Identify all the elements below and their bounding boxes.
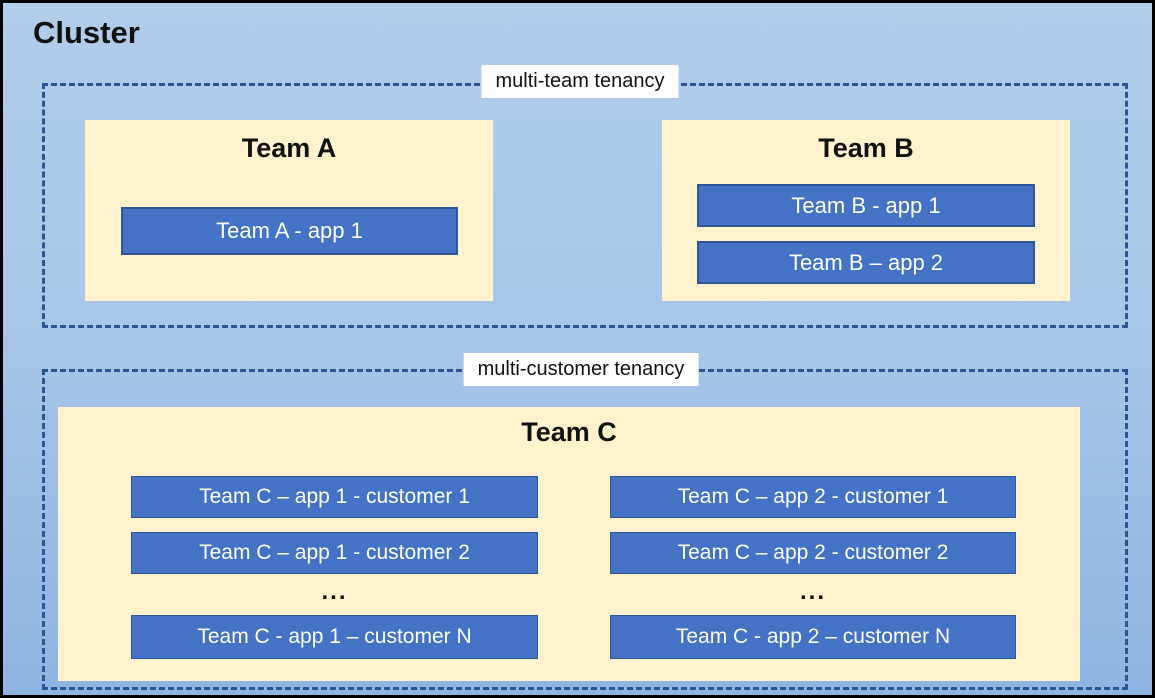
- team-c-app2-ellipsis: ...: [799, 578, 826, 605]
- team-c-app1-ellipsis: ...: [321, 578, 348, 605]
- team-b-panel: Team B Team B - app 1 Team B – app 2: [662, 120, 1070, 301]
- team-a-app-1-box: Team A - app 1: [121, 207, 458, 255]
- multi-team-tenancy-label: multi-team tenancy: [481, 65, 679, 98]
- team-c-app2-customer2-box: Team C – app 2 - customer 2: [610, 532, 1016, 574]
- team-a-title: Team A: [241, 133, 337, 163]
- team-c-app2-customerN-box: Team C - app 2 – customer N: [610, 615, 1016, 659]
- team-b-app-2-box: Team B – app 2: [697, 241, 1035, 284]
- team-c-app2-customer1-box: Team C – app 2 - customer 1: [610, 476, 1016, 518]
- team-c-app1-customer2-box: Team C – app 1 - customer 2: [131, 532, 538, 574]
- team-b-title: Team B: [818, 133, 914, 163]
- cluster-title: Cluster: [33, 15, 140, 50]
- team-c-title: Team C: [521, 417, 617, 447]
- multi-customer-tenancy-label: multi-customer tenancy: [463, 353, 699, 386]
- team-b-app-1-box: Team B - app 1: [697, 184, 1035, 227]
- team-c-panel: Team C Team C – app 1 - customer 1 Team …: [58, 407, 1080, 681]
- team-c-app1-customer1-box: Team C – app 1 - customer 1: [131, 476, 538, 518]
- team-a-panel: Team A Team A - app 1: [85, 120, 493, 301]
- team-c-app1-customerN-box: Team C - app 1 – customer N: [131, 615, 538, 659]
